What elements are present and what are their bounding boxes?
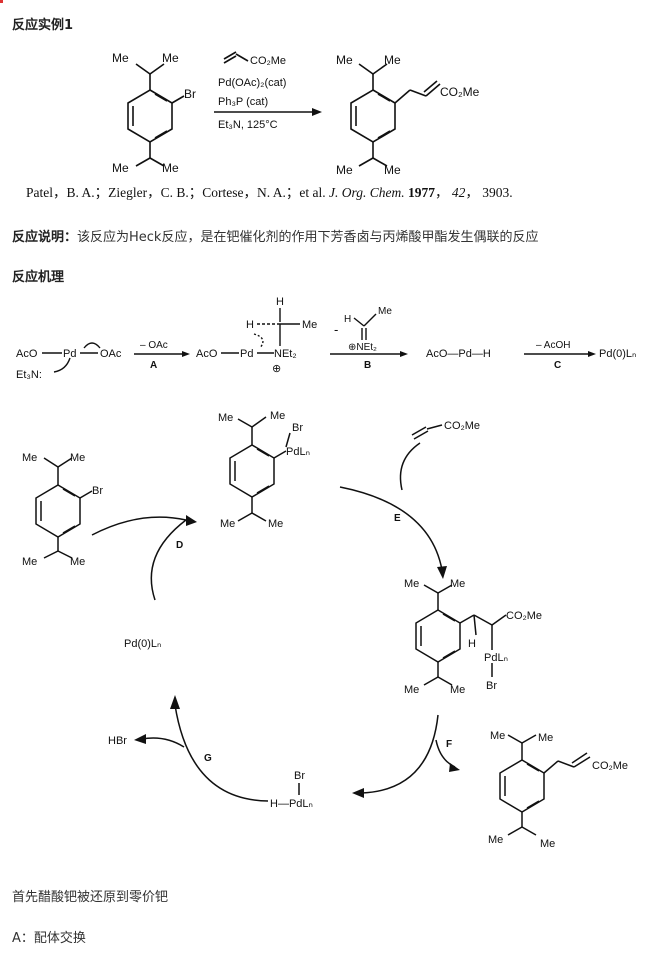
condition-3: Et₃N, 125°C <box>218 119 278 131</box>
sm-me-1: Me <box>112 51 129 65</box>
ins-br: Br <box>486 680 497 692</box>
ins-me1: Me <box>404 578 419 590</box>
oac-1: OAc <box>100 348 122 360</box>
h-top: H <box>276 296 284 308</box>
ox-pdl: PdLₙ <box>286 446 310 458</box>
pr-ester: CO₂Me <box>592 760 628 772</box>
condition-2: Ph₃P (cat) <box>218 96 268 108</box>
ox-me1: Me <box>218 412 233 424</box>
sub-me1: Me <box>22 452 37 464</box>
plus-charge: ⊕ <box>272 363 281 375</box>
cycle-oxadd-complex <box>229 416 291 522</box>
prod-me-1: Me <box>336 53 353 67</box>
citation-authors: Patel，B. A.；Ziegler，C. B.；Cortese，N. A.；… <box>26 185 326 200</box>
prod-me-4: Me <box>384 163 401 177</box>
citation-journal: J. Org. Chem. <box>328 185 405 200</box>
cycle-acrylate <box>411 424 443 440</box>
prod-ester: CO₂Me <box>440 85 480 99</box>
citation: Patel，B. A.；Ziegler，C. B.；Cortese，N. A.；… <box>26 181 513 201</box>
step-b: B <box>364 360 371 371</box>
ins-pdl: PdLₙ <box>484 652 508 664</box>
sm-me-3: Me <box>112 161 129 175</box>
corner-marker <box>0 0 3 3</box>
iminium-h: H <box>344 314 351 325</box>
cycle-product <box>499 734 591 836</box>
explanation-label: 反应说明： <box>12 230 78 245</box>
hpd-br: Br <box>294 770 305 782</box>
me-right: Me <box>302 319 317 331</box>
minus-acoh: – AcOH <box>536 340 570 351</box>
minus-sign: - <box>334 322 338 337</box>
ox-br: Br <box>292 422 303 434</box>
reaction-explanation: 反应说明：该反应为Heck反应，是在钯催化剂的作用下芳香卤与丙烯酸甲酯发生偶联的… <box>12 226 538 245</box>
net2: NEt₂ <box>274 348 297 360</box>
section-title-mechanism: 反应机理 <box>12 270 65 285</box>
section-title-example: 反应实例1 <box>12 18 74 33</box>
pr-me1: Me <box>490 730 505 742</box>
prod-me-3: Me <box>336 163 353 177</box>
citation-volume: 42 <box>451 185 466 200</box>
top-bar <box>0 0 659 4</box>
ins-me3: Me <box>404 684 419 696</box>
sub-me4: Me <box>70 556 85 568</box>
sub-br: Br <box>92 485 103 497</box>
ins-me4: Me <box>450 684 465 696</box>
prod-me-2: Me <box>384 53 401 67</box>
aco-2: AcO <box>196 348 218 360</box>
pd0-top: Pd(0)Lₙ <box>599 348 636 360</box>
citation-sep-2: ， <box>465 185 479 200</box>
pd-reduction-scheme: AcO Pd OAc Et₃N: – OAc A AcO Pd NEt₂ ⊕ H… <box>16 296 636 381</box>
citation-sep-1: ， <box>434 185 449 200</box>
note-reduction: 首先醋酸钯被还原到零价钯 <box>12 890 169 905</box>
aco-1: AcO <box>16 348 38 360</box>
step-f: F <box>446 739 452 750</box>
aco-pd-h: AcO—Pd—H <box>426 348 491 360</box>
et3n: Et₃N: <box>16 369 42 381</box>
condition-1: Pd(OAc)₂(cat) <box>218 77 286 89</box>
ins-me2: Me <box>450 578 465 590</box>
sm-me-2: Me <box>162 51 179 65</box>
catalytic-cycle: Me Me Br Me Me Me Me Br PdLₙ Me Me CO₂Me… <box>22 410 628 850</box>
product-structure <box>350 63 441 167</box>
explanation-text: 该反应为Heck反应，是在钯催化剂的作用下芳香卤与丙烯酸甲酯发生偶联的反应 <box>77 230 539 245</box>
sm-me-4: Me <box>162 161 179 175</box>
acrylate-reagent <box>223 51 249 64</box>
hbr: HBr <box>108 735 127 747</box>
citation-pages: 3903. <box>482 185 513 200</box>
h-left: H <box>246 319 254 331</box>
note-step-a: A：配体交换 <box>12 931 86 946</box>
pr-me4: Me <box>540 838 555 850</box>
pr-me2: Me <box>538 732 553 744</box>
step-d: D <box>176 540 183 551</box>
citation-year: 1977 <box>407 185 435 200</box>
minus-oac: – OAc <box>140 340 168 351</box>
ox-me4: Me <box>268 518 283 530</box>
hpd: H—PdLₙ <box>270 798 313 810</box>
pd-1: Pd <box>63 348 76 360</box>
aryl-bromide-structure <box>127 63 185 167</box>
sub-me2: Me <box>70 452 85 464</box>
step-g: G <box>204 753 212 764</box>
cycle-insertion-complex <box>415 584 507 686</box>
pd0: Pd(0)Lₙ <box>124 638 161 650</box>
reagent-ester: CO₂Me <box>250 55 286 67</box>
reaction-scheme-1: Me Me Br Me Me CO₂Me Pd(OAc)₂(cat) Ph₃P … <box>112 51 480 177</box>
iminium-net2: ⊕NEt₂ <box>348 342 377 353</box>
ox-me3: Me <box>220 518 235 530</box>
step-e: E <box>394 513 401 524</box>
acr-ester: CO₂Me <box>444 420 480 432</box>
ox-me2: Me <box>270 410 285 422</box>
sub-me3: Me <box>22 556 37 568</box>
ins-h: H <box>468 638 476 650</box>
step-a: A <box>150 360 157 371</box>
pd-2: Pd <box>240 348 253 360</box>
step-c: C <box>554 360 561 371</box>
pr-me3: Me <box>488 834 503 846</box>
cycle-substrate <box>35 457 93 559</box>
ins-ester: CO₂Me <box>506 610 542 622</box>
sm-br: Br <box>184 87 196 101</box>
iminium-me: Me <box>378 306 392 317</box>
